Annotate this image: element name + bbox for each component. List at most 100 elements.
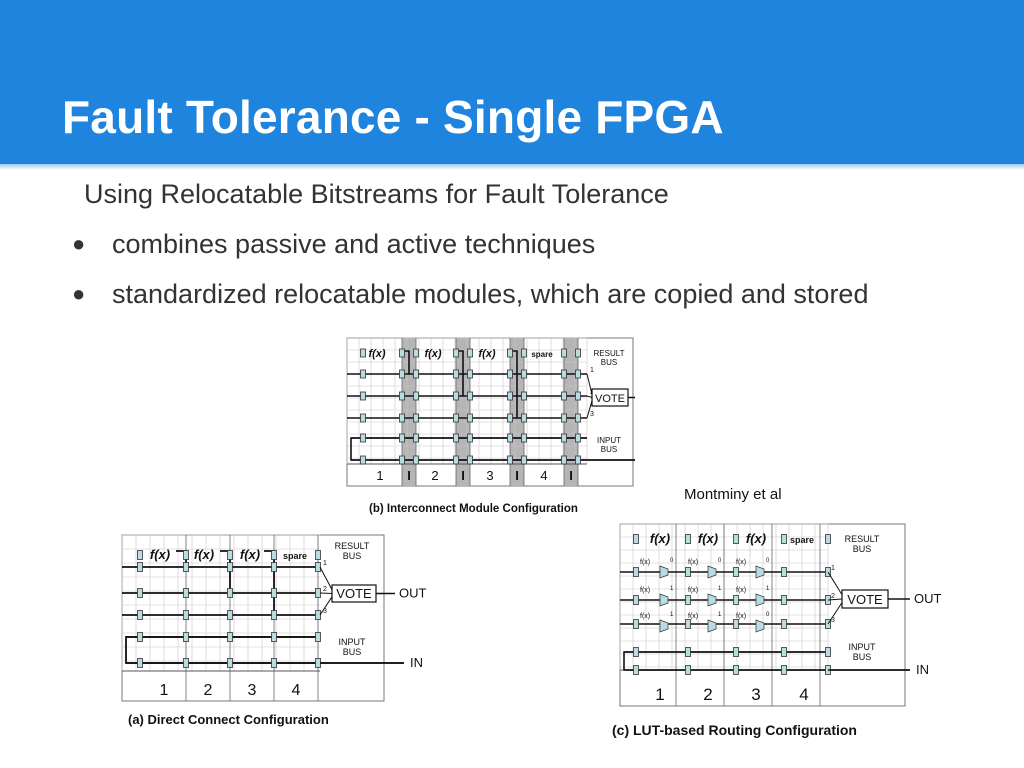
result-bus-label: BUS — [343, 551, 362, 561]
vote-label: VOTE — [595, 393, 625, 405]
switch-box — [227, 562, 233, 572]
vote-input — [586, 373, 593, 395]
figure-credit: Montminy et al — [684, 486, 782, 503]
switch-box — [633, 665, 639, 675]
switch-box — [183, 562, 189, 572]
switch-box — [413, 433, 419, 443]
switch-box — [271, 550, 277, 560]
slide-title: Fault Tolerance - Single FPGA — [62, 91, 724, 143]
slide-header — [0, 0, 1024, 164]
out-label: OUT — [399, 586, 427, 601]
vote-label: VOTE — [847, 592, 883, 607]
slot-label: 1 — [376, 468, 383, 483]
switch-box — [633, 567, 639, 577]
bullet-dot-icon: ● — [72, 231, 86, 256]
switch-box — [521, 391, 527, 401]
switch-box — [137, 588, 143, 598]
slot-label: 3 — [248, 682, 257, 699]
interconnect-column — [402, 338, 416, 486]
result-bus-label: BUS — [853, 544, 872, 554]
bullet-dot-icon: ● — [72, 281, 86, 306]
in-label: IN — [916, 662, 929, 677]
vote-input — [586, 400, 593, 419]
line-number: 2 — [323, 586, 327, 593]
switch-box — [360, 391, 366, 401]
switch-box — [413, 391, 419, 401]
switch-box — [781, 619, 787, 629]
lut-label: f(x) — [640, 559, 650, 566]
function-label: f(x) — [478, 348, 495, 360]
function-label: f(x) — [698, 531, 718, 546]
lut-bit: 1 — [670, 612, 674, 618]
switch-box — [315, 658, 321, 668]
in-label: IN — [410, 655, 423, 670]
vote-input — [586, 395, 593, 398]
switch-box — [453, 413, 459, 423]
switch-box — [399, 391, 405, 401]
slot-label: I — [407, 468, 411, 483]
slot-label: 4 — [799, 685, 808, 704]
switch-box — [413, 348, 419, 358]
switch-box — [399, 455, 405, 465]
slot-label: 1 — [160, 682, 169, 699]
switch-box — [227, 658, 233, 668]
switch-box — [561, 455, 567, 465]
input-bus-label: INPUT — [339, 637, 367, 647]
switch-box — [315, 562, 321, 572]
vote-input — [319, 566, 333, 590]
interconnect-column — [564, 338, 578, 486]
switch-box — [137, 550, 143, 560]
function-label: f(x) — [650, 531, 670, 546]
line-number: 3 — [831, 617, 835, 624]
vote-label: VOTE — [336, 586, 372, 601]
switch-box — [315, 588, 321, 598]
slot-label: 1 — [655, 685, 664, 704]
slot-label: I — [515, 468, 519, 483]
slot-label: 2 — [431, 468, 438, 483]
bullet-list: ●combines passive and active techniques … — [66, 226, 946, 326]
lut-mux-icon — [659, 619, 669, 633]
switch-box — [733, 567, 739, 577]
switch-box — [137, 610, 143, 620]
switch-box — [413, 369, 419, 379]
switch-box — [467, 348, 473, 358]
switch-box — [453, 369, 459, 379]
switch-box — [561, 433, 567, 443]
interconnect-column — [456, 338, 470, 486]
switch-box — [413, 413, 419, 423]
switch-box — [399, 369, 405, 379]
switch-box — [561, 369, 567, 379]
input-loop — [623, 651, 910, 671]
out-label: OUT — [914, 591, 942, 606]
switch-box — [685, 619, 691, 629]
header-shadow — [0, 164, 1024, 170]
slot-label: 4 — [540, 468, 547, 483]
result-bus-label: BUS — [601, 358, 617, 367]
vote-input — [319, 596, 333, 616]
spare-label: spare — [531, 350, 553, 359]
vote-input — [827, 598, 843, 601]
lut-bit: 1 — [670, 586, 674, 592]
line-number: 2 — [831, 593, 835, 600]
switch-box — [685, 567, 691, 577]
vote-input — [827, 571, 843, 596]
switch-box — [633, 619, 639, 629]
lut-mux-icon — [707, 619, 717, 633]
slot-label: I — [569, 468, 573, 483]
switch-box — [733, 647, 739, 657]
switch-box — [227, 550, 233, 560]
switch-box — [733, 595, 739, 605]
switch-box — [453, 348, 459, 358]
switch-box — [360, 433, 366, 443]
figure-caption: (a) Direct Connect Configuration — [128, 712, 329, 727]
lut-label: f(x) — [736, 559, 746, 566]
function-label: f(x) — [150, 547, 170, 562]
slot-label: I — [461, 468, 465, 483]
switch-box — [781, 595, 787, 605]
lut-label: f(x) — [736, 587, 746, 594]
lut-label: f(x) — [688, 587, 698, 594]
switch-box — [467, 433, 473, 443]
switch-box — [561, 391, 567, 401]
